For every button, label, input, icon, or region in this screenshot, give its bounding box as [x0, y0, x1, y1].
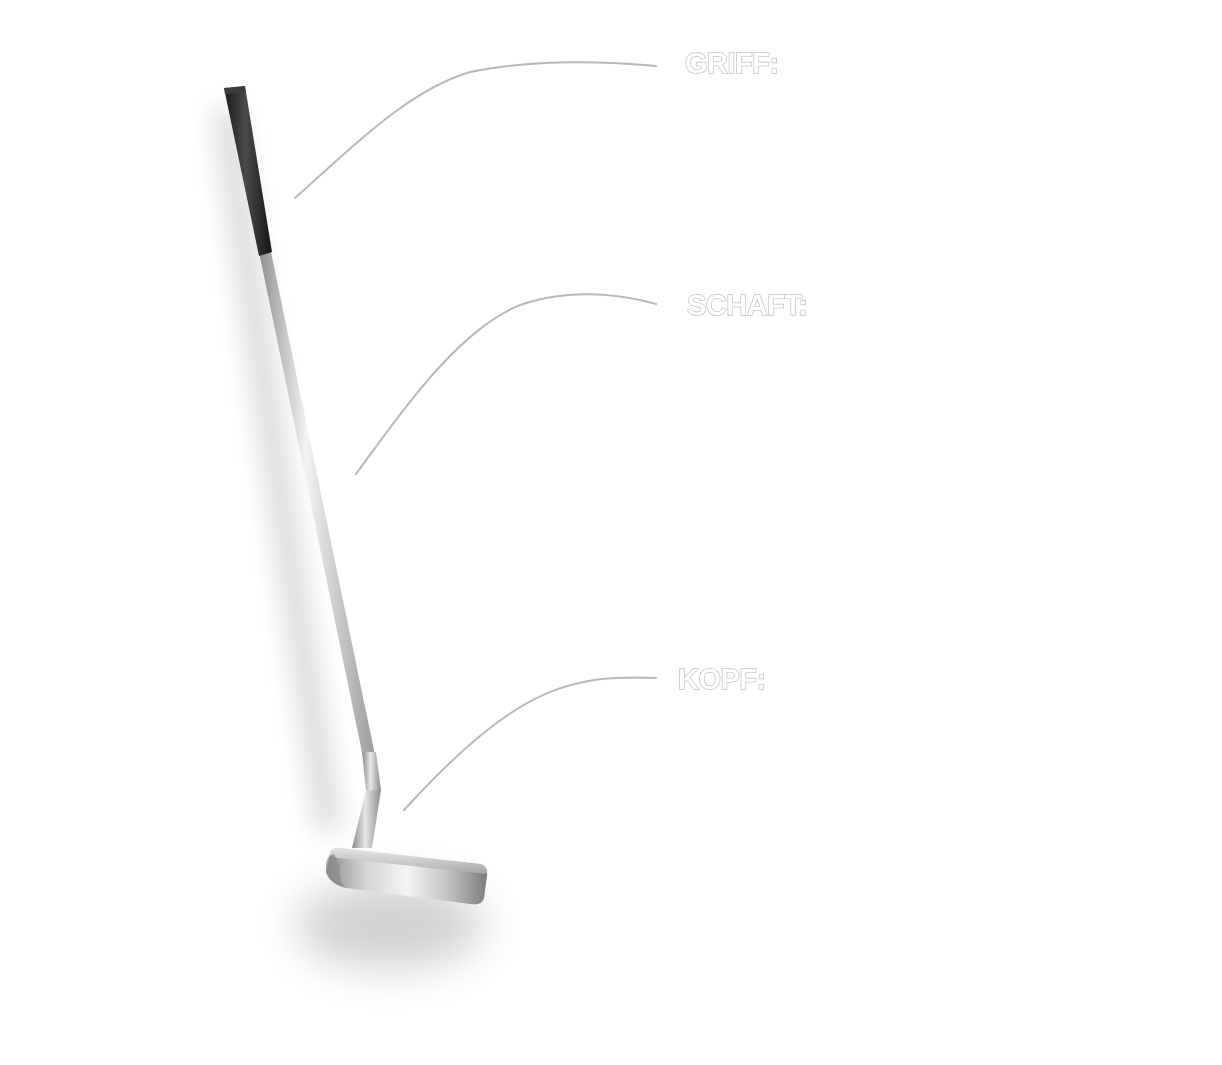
- putter-hosel: [362, 752, 381, 790]
- label-grip: GRIFF:: [685, 48, 779, 80]
- club-shadow: [214, 108, 485, 970]
- label-head: KOPF:: [678, 664, 766, 696]
- shaft-leader-line: [355, 293, 657, 475]
- grip-leader-line: [294, 61, 657, 199]
- head-leader-line: [403, 676, 657, 811]
- putter-grip: [224, 86, 272, 256]
- label-shaft: SCHAFT:: [687, 290, 808, 322]
- putter-shaft: [259, 252, 376, 762]
- grip-cap: [224, 86, 246, 94]
- putter-neck: [352, 790, 381, 848]
- putter-head: [326, 848, 488, 905]
